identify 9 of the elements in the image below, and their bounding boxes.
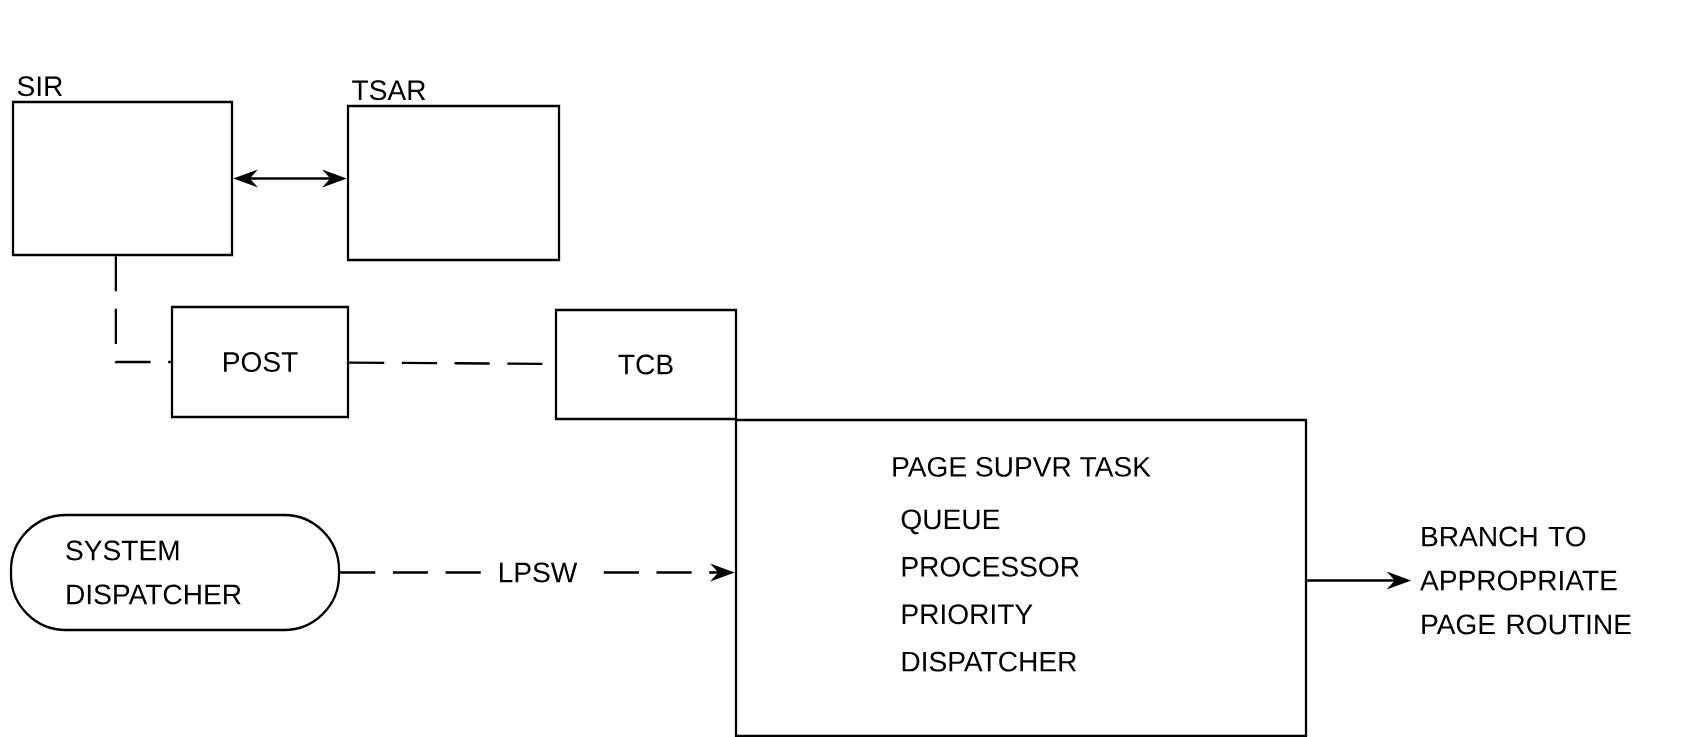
process-box: TCB bbox=[554, 308, 738, 421]
process-box: SIR bbox=[11, 76, 234, 257]
node-label: TSAR bbox=[352, 80, 426, 101]
process-box: POST bbox=[170, 305, 350, 419]
task-box: PAGE SUPVR TASK QUEUE PROCESSOR PRIORITY DISPATCHER bbox=[734, 418, 1308, 737]
process-box: TSAR bbox=[346, 80, 561, 262]
edge-label: LPSW bbox=[487, 552, 588, 593]
bare-text: BRANCH TO APPROPRIATE PAGE ROUTINE bbox=[1420, 526, 1631, 635]
node-label: SIR bbox=[17, 76, 63, 97]
